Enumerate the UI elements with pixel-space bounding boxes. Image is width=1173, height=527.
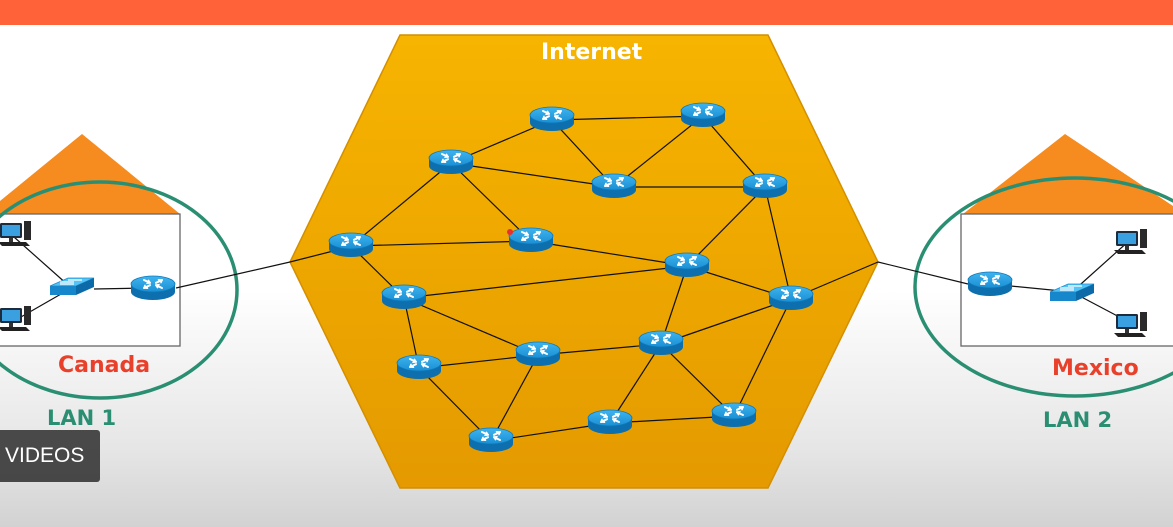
desktop-computer-icon xyxy=(1114,312,1147,337)
desktop-computer-icon xyxy=(1114,229,1147,254)
router-icon xyxy=(428,149,474,175)
router-icon xyxy=(515,341,561,367)
lan-boundary-ring xyxy=(0,180,239,400)
internet-cloud-hexagon xyxy=(289,34,879,489)
router-icon xyxy=(768,285,814,311)
top-accent-bar xyxy=(0,0,1173,25)
router-icon xyxy=(130,275,176,301)
videos-button[interactable]: VIDEOS xyxy=(0,430,100,482)
house-roof xyxy=(0,134,180,214)
router-icon xyxy=(680,102,726,128)
router-icon xyxy=(742,173,788,199)
router-icon xyxy=(381,284,427,310)
house-roof xyxy=(963,134,1173,214)
router-icon xyxy=(591,173,637,199)
router-icon xyxy=(967,271,1013,297)
router-icon xyxy=(468,427,514,453)
router-icon xyxy=(529,106,575,132)
router-icon xyxy=(711,402,757,428)
internet-label: Internet xyxy=(541,40,643,65)
router-icon xyxy=(587,409,633,435)
lan-2-label: LAN 2 xyxy=(1043,408,1113,432)
lan-1-site-label: Canada xyxy=(58,353,151,378)
lan-boundary-ring xyxy=(913,176,1173,398)
router-icon xyxy=(396,354,442,380)
lan-1-label: LAN 1 xyxy=(47,406,117,430)
router-icon xyxy=(638,330,684,356)
cursor-dot xyxy=(507,229,513,235)
router-icon xyxy=(328,232,374,258)
videos-button-label: VIDEOS xyxy=(5,444,85,467)
router-icon xyxy=(508,227,554,253)
router-icon xyxy=(664,252,710,278)
lan-2-site-label: Mexico xyxy=(1052,356,1139,381)
